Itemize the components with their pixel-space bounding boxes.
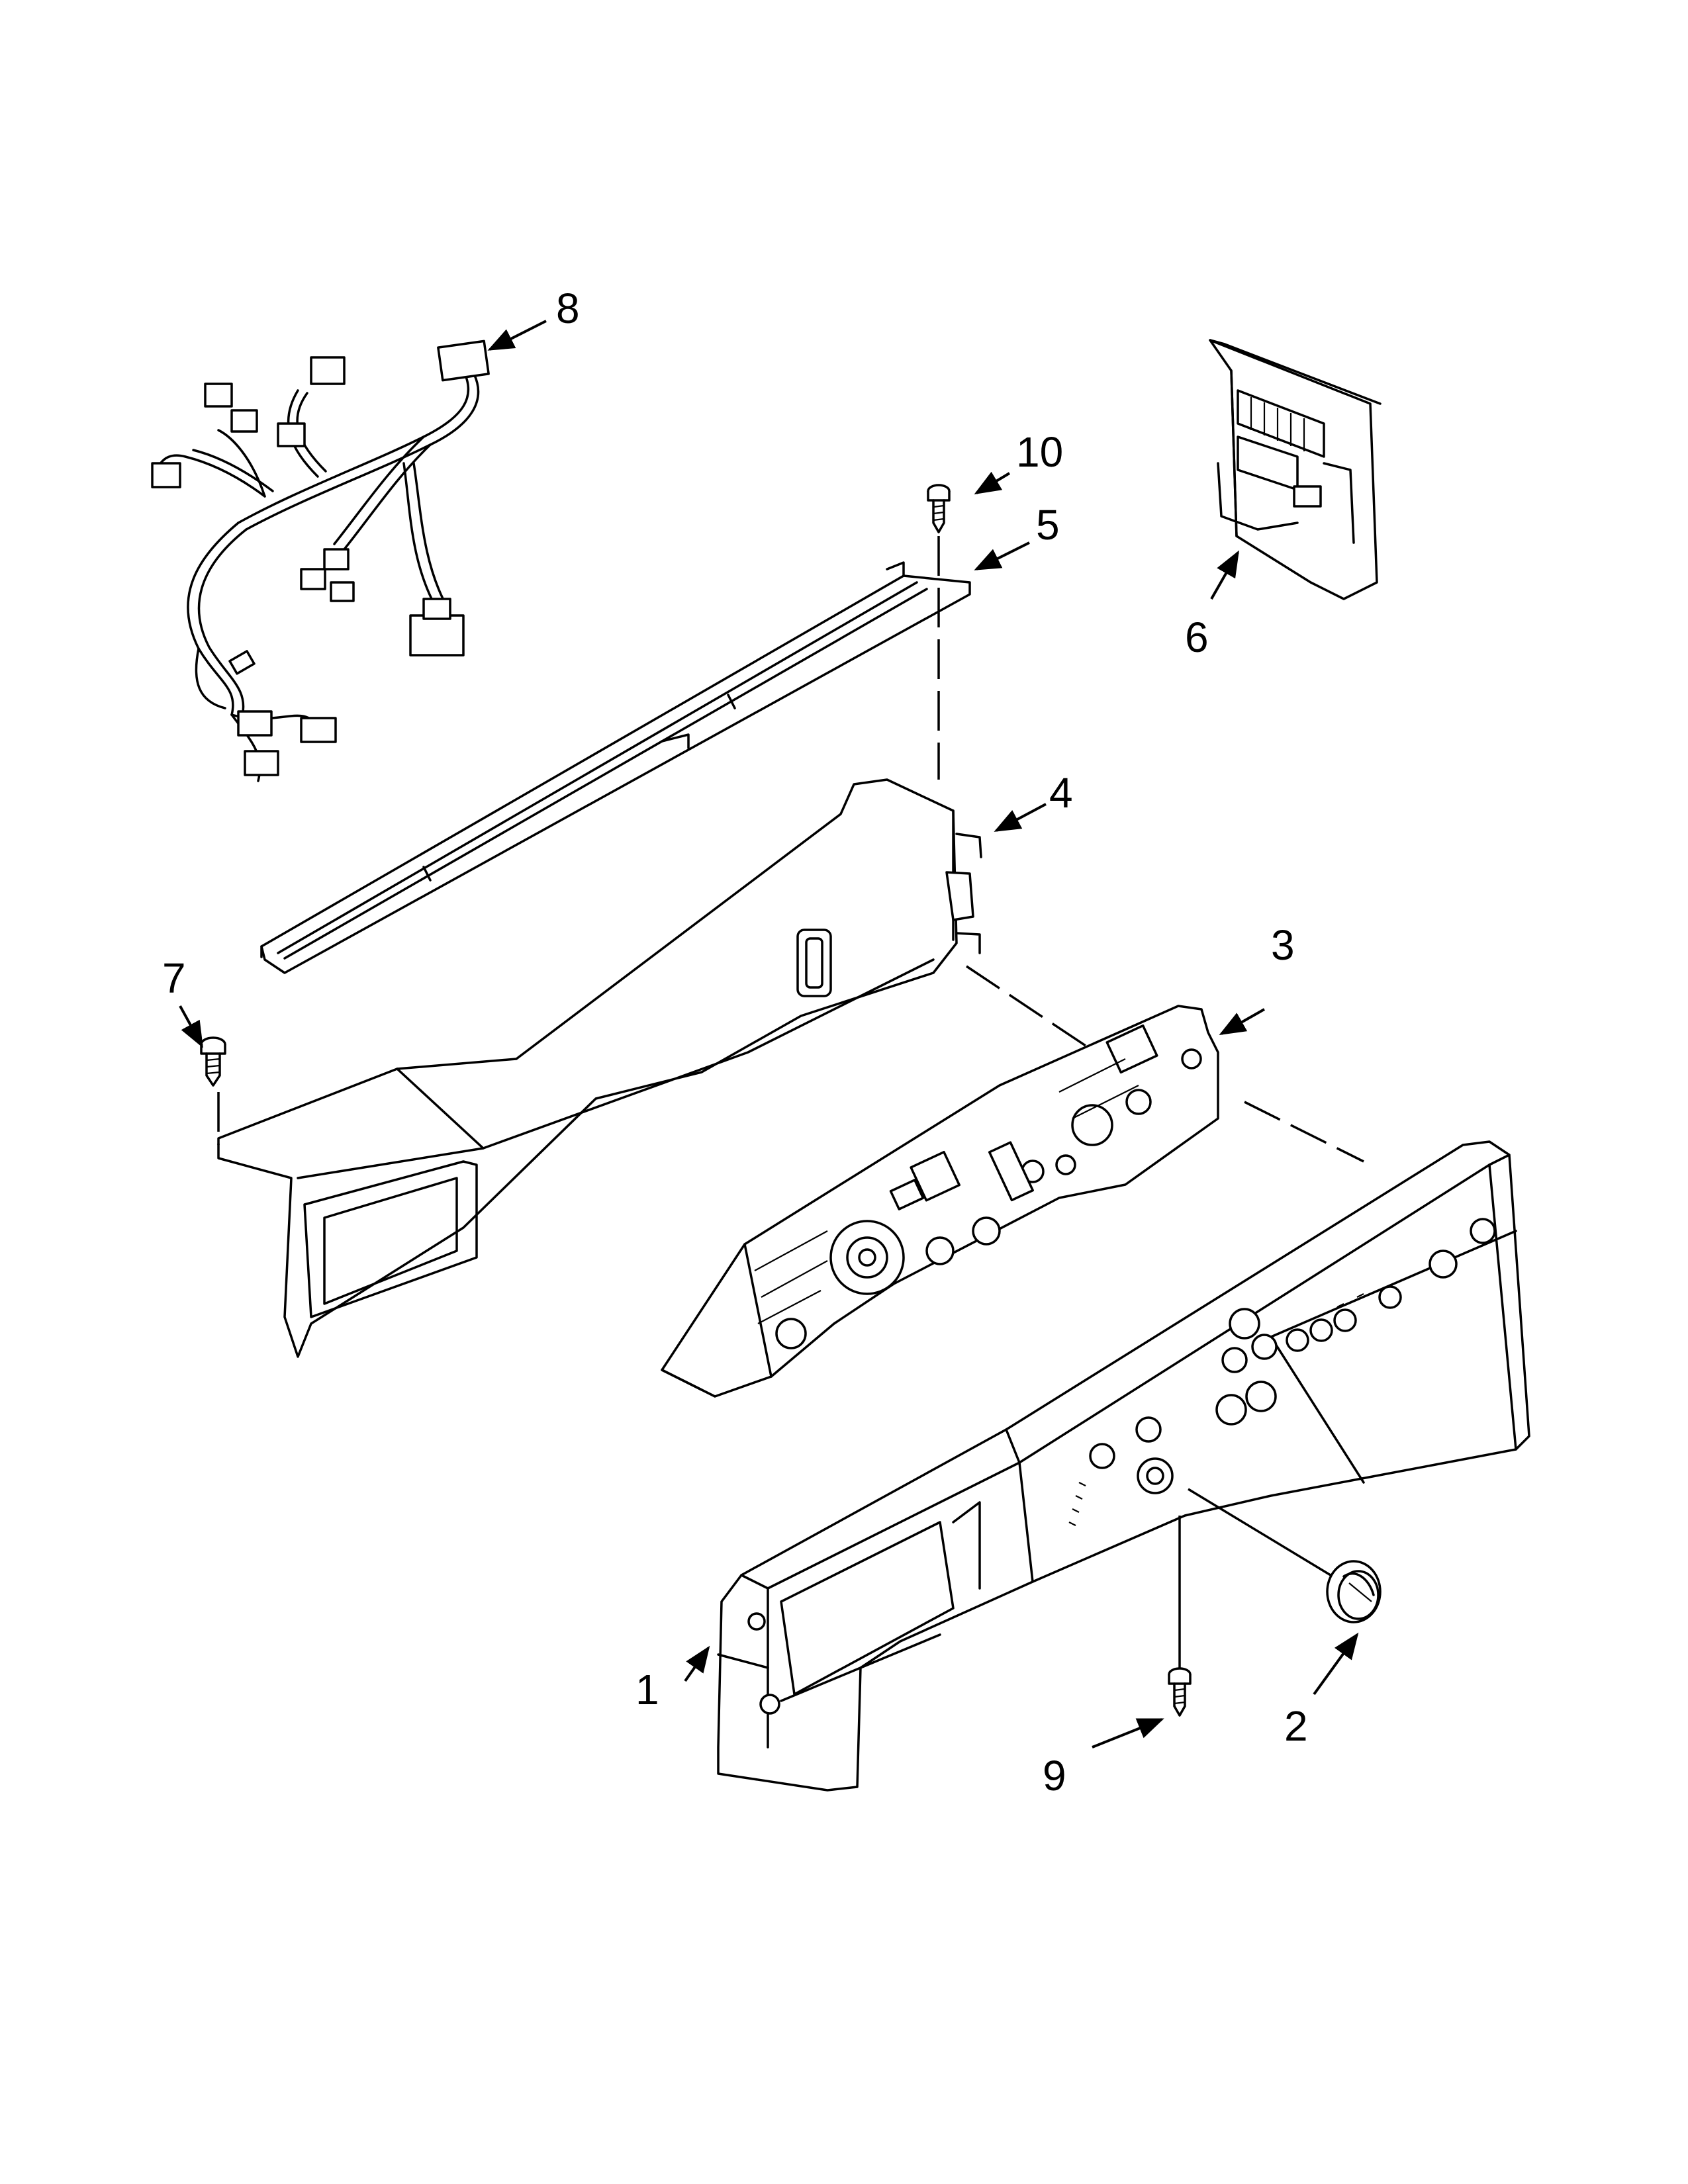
callout-labels: 8 10 5 6 4 3 7 1 2 9 xyxy=(162,285,1308,1799)
part-9-screw[interactable] xyxy=(1168,1667,1192,1717)
callout-5: 5 xyxy=(1036,501,1060,549)
callout-arrows xyxy=(179,320,1359,1749)
part-5-rail[interactable] xyxy=(260,561,971,974)
part-6-control-board[interactable] xyxy=(1209,339,1382,600)
callout-6: 6 xyxy=(1185,614,1209,661)
callout-3: 3 xyxy=(1271,921,1295,969)
part-7-screw[interactable] xyxy=(200,1036,226,1087)
part-1-console[interactable] xyxy=(717,1140,1530,1792)
part-10-screw[interactable] xyxy=(927,484,951,533)
callout-9: 9 xyxy=(1043,1752,1066,1799)
part-3-control-board[interactable] xyxy=(661,1005,1219,1398)
callout-4: 4 xyxy=(1049,769,1073,817)
callout-10: 10 xyxy=(1016,428,1063,476)
part-2-knob[interactable] xyxy=(1326,1560,1382,1623)
callout-1: 1 xyxy=(635,1666,659,1713)
callout-7: 7 xyxy=(162,954,186,1002)
assembly-lead-lines xyxy=(217,536,1364,1668)
callout-8: 8 xyxy=(556,285,580,332)
part-4-console-bracket[interactable] xyxy=(217,778,982,1358)
callout-2: 2 xyxy=(1284,1702,1308,1750)
part-8-wire-harness[interactable] xyxy=(151,340,490,782)
